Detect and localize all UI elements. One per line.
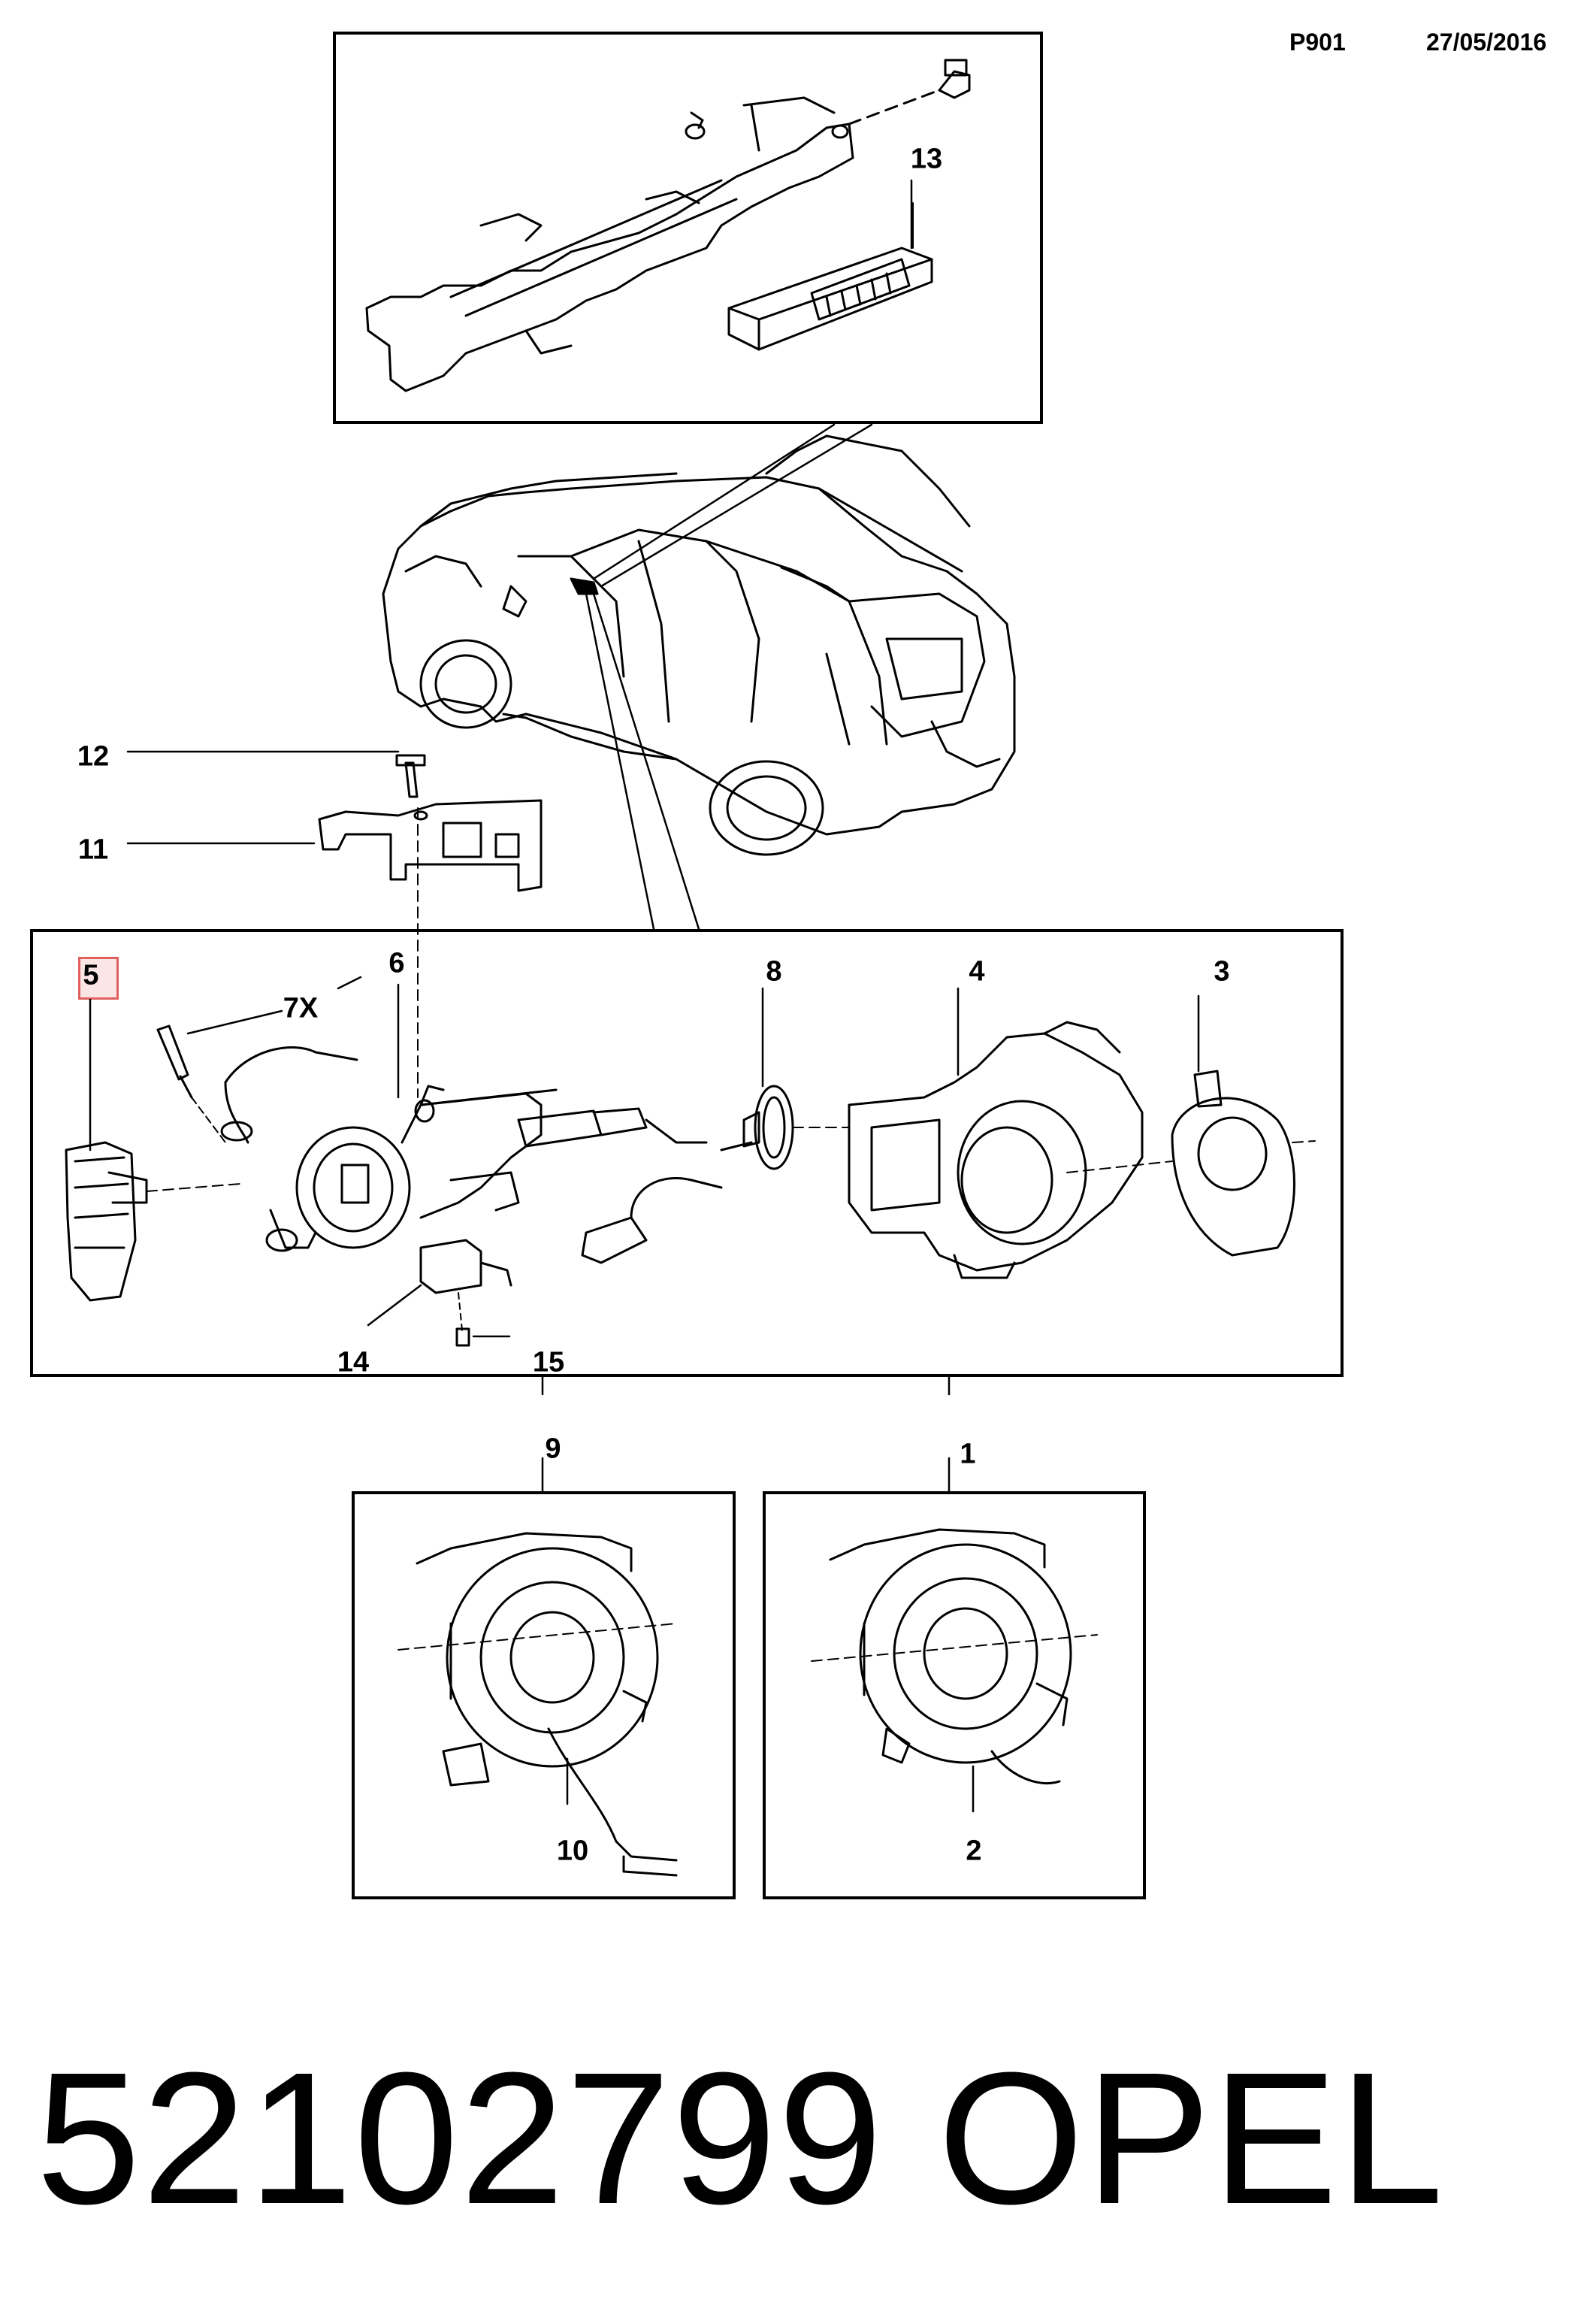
callout-2: 2 (966, 1835, 982, 1867)
callout-5-highlight (78, 957, 119, 1000)
part-7x-drawing (156, 1024, 358, 1144)
inset-frame-right (763, 1491, 1146, 1899)
callout-7x: 7X (283, 992, 319, 1024)
callout-8: 8 (766, 955, 782, 988)
callout-10: 10 (556, 1835, 589, 1867)
callout-6: 6 (388, 947, 405, 979)
callout-3: 3 (1214, 955, 1230, 988)
callout-9: 9 (545, 1433, 561, 1465)
part-1-drawing (811, 1528, 1098, 1813)
vehicle-illustration (382, 434, 1016, 856)
callout-11: 11 (77, 834, 109, 866)
brand-name: OPEL (938, 2033, 1445, 2243)
callout-15: 15 (532, 1346, 565, 1378)
part-6-drawing (265, 1085, 558, 1252)
callout-12: 12 (77, 740, 110, 773)
callout-1: 1 (960, 1438, 976, 1470)
callout-14: 14 (337, 1346, 370, 1378)
part-9-drawing (397, 1532, 678, 1877)
inset-frame-left (352, 1491, 736, 1899)
diagram-code: P901 (1289, 29, 1346, 56)
part-number: 52102799 (36, 2033, 884, 2243)
callout-13: 13 (910, 143, 943, 175)
callout-5: 5 (83, 959, 99, 991)
leader-lines (89, 179, 1200, 1493)
part-14-drawing (419, 1239, 512, 1347)
part-5-drawing (65, 1141, 241, 1302)
connector-harness-drawing (517, 1107, 753, 1264)
top-bracket-drawing (365, 59, 971, 392)
module-13-drawing (727, 202, 933, 351)
part-4-drawing (848, 1021, 1173, 1279)
part-8-drawing (742, 1085, 850, 1170)
main-assembly-frame (30, 929, 1344, 1377)
bracket-11-drawing (318, 754, 543, 1098)
callout-4: 4 (969, 955, 985, 988)
part-3-drawing (1171, 1070, 1316, 1257)
diagram-date: 27/05/2016 (1426, 29, 1547, 56)
inset-frame-top (333, 32, 1043, 424)
